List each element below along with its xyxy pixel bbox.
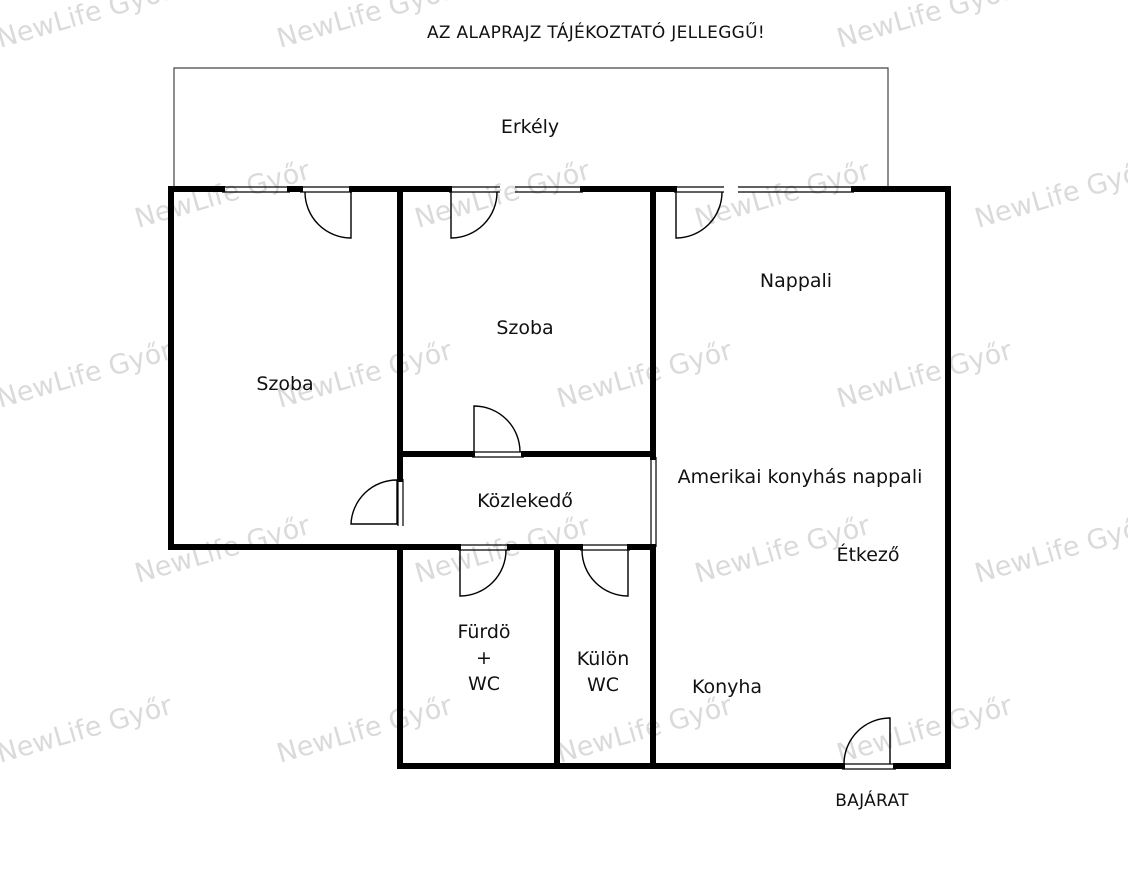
room-label-bathroom-line2: +: [476, 647, 492, 669]
room-label-kitchen: Konyha: [692, 676, 762, 698]
watermark: NewLife Győr: [273, 690, 456, 770]
room-label-dining: Étkező: [836, 543, 899, 566]
plan-disclaimer: AZ ALAPRAJZ TÁJÉKOZTATÓ JELLEGGŰ!: [427, 21, 765, 43]
room-label-corridor: Közlekedő: [477, 490, 573, 512]
room-label-toilet-line1: Külön: [577, 648, 630, 670]
room-label-toilet-line2: WC: [587, 674, 619, 696]
watermark: NewLife Győr: [971, 510, 1128, 590]
room-label-bathroom-line1: Fürdö: [457, 621, 510, 643]
watermark: NewLife Győr: [411, 155, 594, 235]
door-left-room-side: [350, 479, 398, 525]
watermark: NewLife Győr: [0, 690, 176, 770]
room-label-bathroom-line3: WC: [468, 673, 500, 695]
openings: [222, 186, 896, 770]
watermark: NewLife Győr: [833, 0, 1016, 55]
entrance-label: BAJÁRAT: [835, 789, 909, 811]
watermark: NewLife Győr: [971, 155, 1128, 235]
room-label-open-kitchen-living: Amerikai konyhás nappali: [678, 466, 923, 488]
door-left-room: [304, 191, 352, 239]
watermark: NewLife Győr: [833, 335, 1016, 415]
door-living-top: [675, 191, 723, 239]
watermark: NewLife Győr: [0, 335, 176, 415]
door-swings: [304, 191, 891, 765]
room-labels: Erkély Szoba Szoba Nappali Amerikai kony…: [256, 116, 922, 698]
door-entrance: [843, 717, 891, 765]
room-label-room-middle: Szoba: [496, 317, 553, 339]
watermark: NewLife Győr: [553, 690, 736, 770]
watermark: NewLife Győr: [553, 335, 736, 415]
door-toilet: [581, 549, 629, 597]
watermark: NewLife Győr: [691, 155, 874, 235]
door-middle-room-top: [450, 191, 498, 239]
watermark: NewLife Győr: [131, 155, 314, 235]
watermark: NewLife Győr: [0, 0, 176, 55]
walls: [168, 186, 951, 769]
room-label-balcony: Erkély: [501, 116, 559, 138]
room-label-living: Nappali: [760, 270, 832, 292]
door-bathroom: [459, 549, 507, 597]
room-label-room-left: Szoba: [256, 373, 313, 395]
watermark: NewLife Győr: [833, 690, 1016, 770]
balcony-outline: [173, 67, 889, 189]
door-middle-room-bottom: [473, 405, 521, 453]
